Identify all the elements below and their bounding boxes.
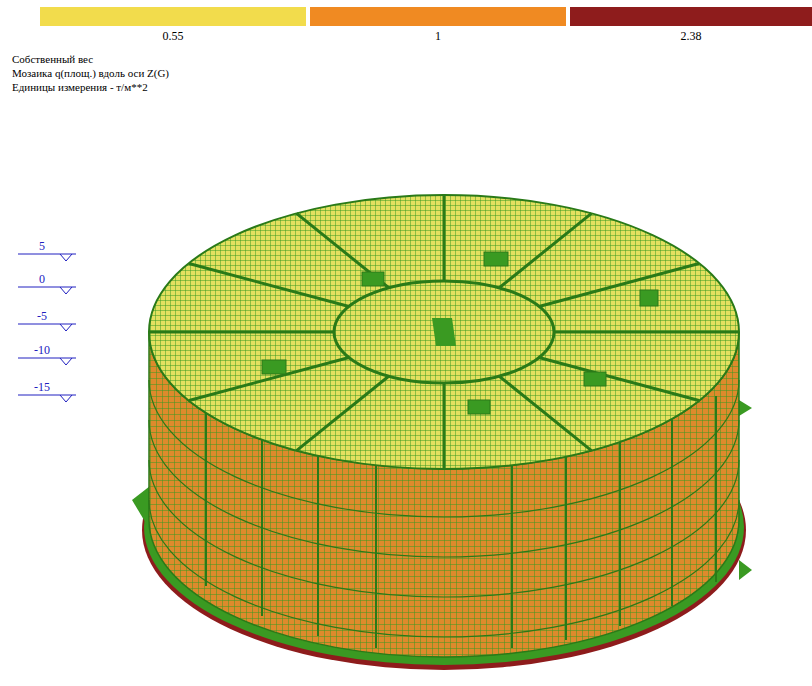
central-opening bbox=[432, 318, 456, 346]
elevation-mark: 5 bbox=[39, 239, 45, 253]
elevation-mark: -5 bbox=[37, 309, 47, 323]
legend-value: 1 bbox=[435, 29, 441, 43]
elevation-marks bbox=[18, 254, 76, 402]
legend-value: 0.55 bbox=[163, 29, 184, 43]
legend-swatch bbox=[40, 7, 306, 26]
legend-swatch bbox=[570, 7, 812, 26]
slab-openings bbox=[262, 252, 658, 414]
central-disk bbox=[334, 281, 554, 383]
radial-beams bbox=[149, 195, 739, 469]
header-text: Мозаика q(площ.) вдоль оси Z(G) bbox=[12, 66, 169, 80]
header-text: Собственный вес bbox=[12, 52, 93, 66]
elevation-mark: 0 bbox=[39, 272, 45, 286]
elevation-mark: -15 bbox=[34, 380, 50, 394]
legend-swatch bbox=[310, 7, 566, 26]
header-text: Единицы измерения - т/м**2 bbox=[12, 80, 148, 94]
legend-value: 2.38 bbox=[681, 29, 702, 43]
top-slab bbox=[149, 195, 739, 469]
elevation-mark: -10 bbox=[34, 343, 50, 357]
